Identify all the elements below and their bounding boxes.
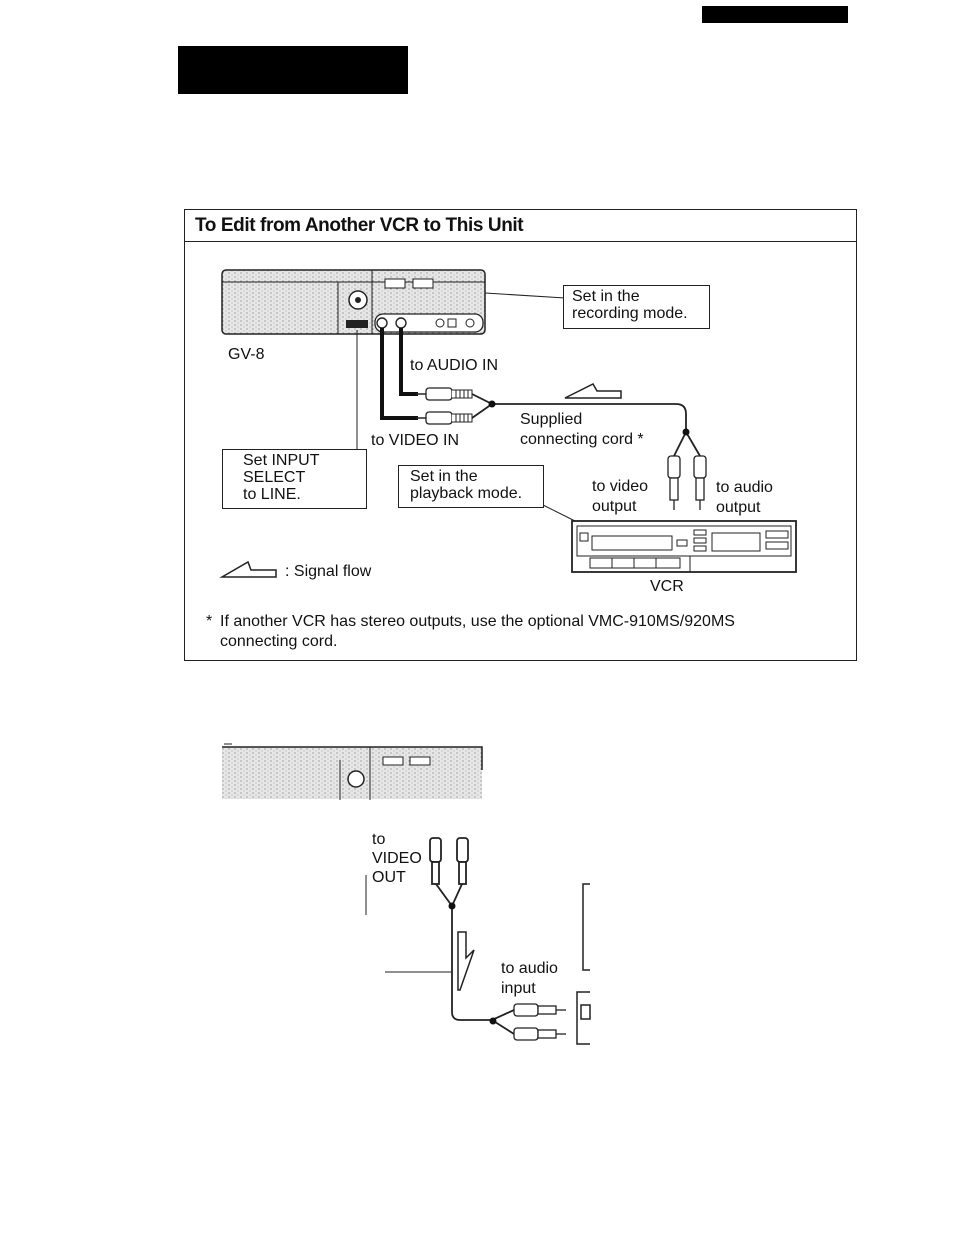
playback-mode-note: Set in the playback mode. [398, 465, 544, 508]
section-title: To Edit from Another VCR to This Unit [195, 215, 524, 236]
input-note-line2: SELECT [243, 469, 306, 486]
vcr-label: VCR [650, 578, 684, 595]
audio-output-line1: to audio [716, 479, 773, 496]
video-out-line3: OUT [372, 869, 406, 886]
video-out-line2: VIDEO [372, 850, 422, 867]
audio-input-line1: to audio [501, 960, 558, 977]
vcr-drawing [571, 520, 797, 573]
lower-rca-plugs [513, 1003, 566, 1041]
footnote-line1: If another VCR has stereo outputs, use t… [220, 613, 735, 630]
edit-section-frame: To Edit from Another VCR to This Unit [184, 209, 857, 661]
gv8-unit-drawing-lower [222, 743, 483, 800]
section-header: To Edit from Another VCR to This Unit [185, 210, 856, 242]
cord-asterisk: * [637, 431, 644, 448]
input-select-note: Set INPUT SELECT to LINE. [222, 449, 367, 509]
gv8-unit-drawing [221, 269, 486, 335]
signal-flow-arrow [564, 383, 622, 399]
cord-label-text: connecting cord [520, 431, 633, 448]
footnote-asterisk: * [206, 613, 213, 630]
rca-plug-audio [416, 387, 473, 401]
playback-note-line2: playback mode. [410, 485, 523, 502]
section-tab-black [178, 46, 408, 94]
input-note-line1: Set INPUT [243, 452, 320, 469]
video-output-line1: to video [592, 478, 649, 495]
footnote-line2: connecting cord. [220, 633, 338, 650]
legend-arrow [219, 560, 277, 578]
cord-label-line2: connecting cord * [520, 430, 644, 450]
header-black-bar [702, 6, 848, 23]
cables-to-gv8 [380, 328, 418, 420]
lower-vcr-edge [576, 883, 591, 1045]
audio-output-line2: output [716, 499, 761, 516]
recording-note-line1: Set in the [572, 288, 640, 305]
recording-mode-note: Set in the recording mode. [563, 285, 710, 329]
video-in-label: to VIDEO IN [371, 432, 460, 449]
audio-input-line2: input [501, 980, 536, 997]
audio-in-label: to AUDIO IN [410, 357, 499, 374]
gv8-label: GV-8 [228, 346, 265, 363]
lower-signal-arrow [457, 931, 475, 991]
rca-plug-video [416, 411, 473, 425]
video-output-line2: output [592, 498, 637, 515]
video-out-line1: to [372, 831, 386, 848]
recording-note-line2: recording mode. [572, 305, 688, 322]
lower-cord [429, 837, 515, 1035]
rca-plugs-vcr [667, 455, 707, 510]
cord-label-line1: Supplied [520, 411, 583, 428]
legend-label: : Signal flow [285, 563, 372, 580]
input-note-line3: to LINE. [243, 486, 301, 503]
playback-note-line1: Set in the [410, 468, 478, 485]
